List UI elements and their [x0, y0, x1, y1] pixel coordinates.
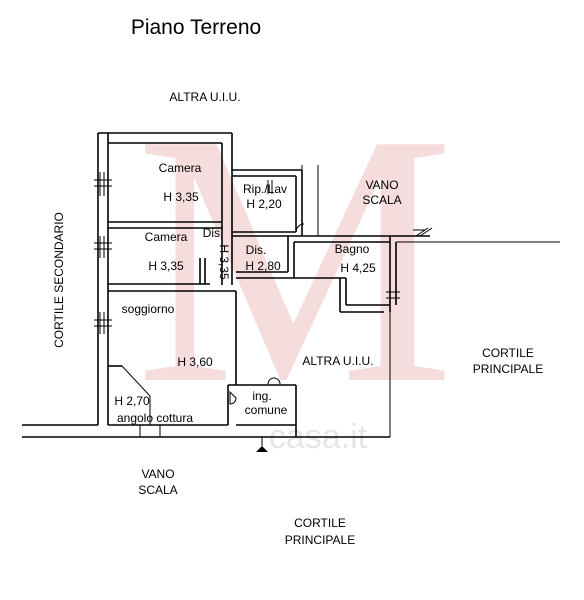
vano-scala-bottom-label-1: VANO	[141, 467, 174, 481]
bagno-height: H 4,25	[340, 261, 376, 275]
angolo-cottura-height: H 2,70	[114, 394, 150, 408]
entrance-arrow	[256, 437, 268, 452]
altra-uiu-top-label: ALTRA U.I.U.	[169, 90, 240, 104]
ingresso-label-2: comune	[245, 403, 288, 417]
camera1-name: Camera	[159, 161, 202, 175]
vano-scala-bottom-label-2: SCALA	[138, 483, 177, 497]
soggiorno-name: soggiorno	[122, 302, 175, 316]
camera1-height: H 3,35	[163, 190, 199, 204]
rip-lav-name: Rip./Lav	[243, 182, 287, 196]
vano-scala-top-label-1: VANO	[365, 178, 398, 192]
ingresso-label-1: ing.	[252, 389, 271, 403]
cortile-principale-bottom-label-2: PRINCIPALE	[285, 533, 355, 547]
bagno-name: Bagno	[335, 242, 370, 256]
camera2-height: H 3,35	[148, 259, 184, 273]
camera2-name: Camera	[145, 230, 188, 244]
doors	[229, 223, 433, 405]
cortile-principale-bottom-label-1: CORTILE	[294, 516, 346, 530]
vano-scala-top-label-2: SCALA	[362, 193, 401, 207]
angolo-cottura-name: angolo cottura	[117, 411, 193, 425]
dis2-height: H 2,80	[245, 259, 281, 273]
windows	[94, 172, 400, 437]
dis-small-name: Dis.	[203, 226, 224, 240]
soggiorno-height: H 3,60	[177, 355, 213, 369]
cortile-principale-right-label-2: PRINCIPALE	[473, 362, 543, 376]
plan-title: Piano Terreno	[131, 16, 261, 39]
corridor-height: H 3,35	[217, 244, 231, 280]
rip-lav-height: H 2,20	[246, 197, 282, 211]
dis2-name: Dis.	[246, 243, 267, 257]
cortile-principale-right-label-1: CORTILE	[482, 346, 534, 360]
altra-uiu-middle-label: ALTRA U.I.U.	[302, 354, 373, 368]
walls	[22, 132, 560, 438]
watermark-letter: M	[135, 59, 455, 458]
cortile-secondario-label: CORTILE SECONDARIO	[52, 212, 66, 348]
